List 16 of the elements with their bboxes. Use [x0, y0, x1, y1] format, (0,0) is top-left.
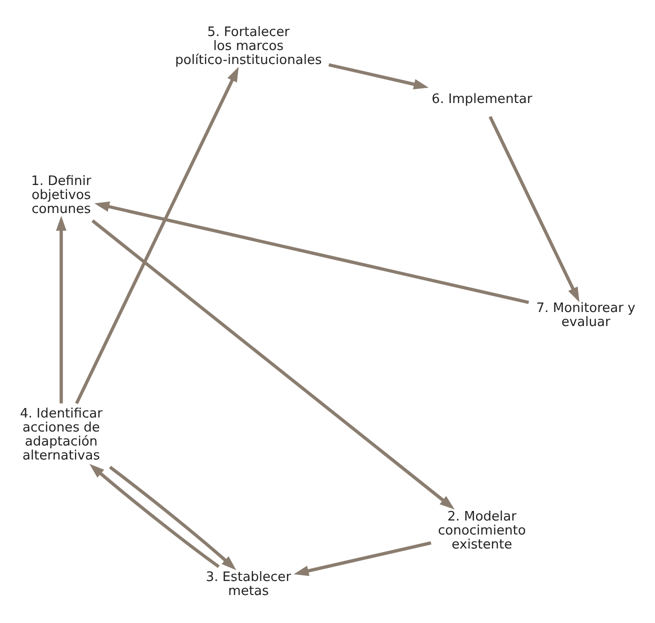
node-text: 7. Monitorear y evaluar — [536, 300, 636, 330]
node-text: 6. Implementar — [432, 92, 532, 107]
arrow — [89, 463, 220, 568]
node-text: 3. Establecer metas — [206, 570, 292, 598]
arrow — [108, 465, 236, 570]
arrow — [488, 115, 580, 302]
arrow — [75, 66, 239, 404]
arrow — [94, 201, 530, 304]
arrow — [92, 218, 455, 509]
node-text: 1. Definir objetivos comunes — [31, 174, 92, 217]
node-text: 4. Identificar acciones de adaptación alternativas — [20, 406, 102, 464]
arrow — [294, 540, 432, 576]
arrow — [328, 62, 429, 89]
node-text: 5. Fortalecer los marcos político-institucionales — [175, 24, 322, 68]
node-text: 2. Modelar conocimiento existente — [438, 509, 526, 552]
arrow — [56, 215, 66, 403]
